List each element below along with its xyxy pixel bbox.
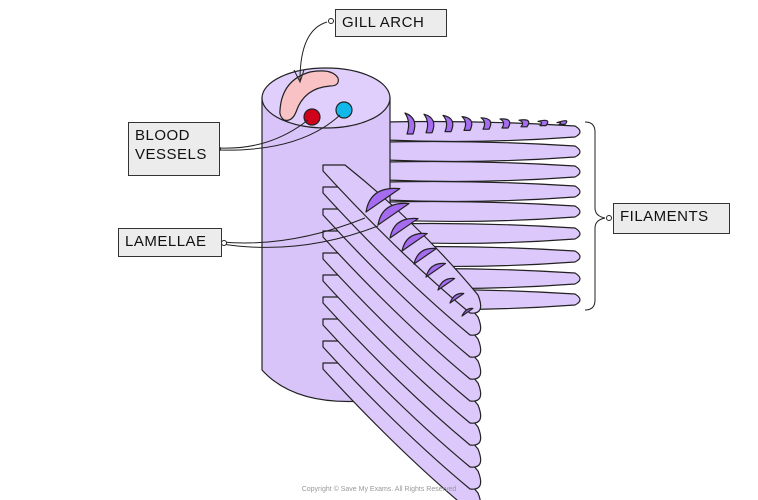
vein-icon [335,101,353,119]
filament [322,164,482,314]
label-blood-vessels-line1: BLOOD [135,127,191,144]
filament [384,160,581,183]
artery-icon [303,108,321,126]
lamellae-diagonal [365,187,474,317]
lamella [413,247,437,265]
gill-arch-cartilage [279,70,339,121]
lamellae-leader [221,217,379,248]
lamella [449,292,465,304]
blood-vessels-leader [219,114,341,151]
lamella [404,112,416,135]
label-gill-arch: GILL ARCH [335,9,447,37]
lamella [480,117,492,130]
label-blood-vessels-line2: VESSELS [135,146,207,163]
lamellae-top [404,112,568,135]
lamella [437,277,456,291]
lamella [442,114,454,133]
filament [384,222,581,245]
lamella [537,119,549,127]
lamella [461,307,474,317]
filament [384,180,581,203]
label-lamellae: LAMELLAE [118,228,222,257]
diagonal-filaments [322,164,482,500]
lamella [518,119,530,128]
filament [384,140,581,163]
lamella [365,187,401,213]
lamella [377,202,410,226]
label-filaments: FILAMENTS [613,203,730,234]
lamella [556,120,568,125]
lamella [461,116,473,131]
lamella [499,118,511,129]
label-blood-vessels: BLOOD VESSELS [128,122,220,176]
copyright-text: Copyright © Save My Exams. All Rights Re… [301,486,457,493]
lamella [401,232,428,252]
gill-arch-leader [293,21,328,84]
lamella [425,262,447,278]
lamella [423,113,435,134]
filaments-brace [584,121,606,311]
lamella [389,217,419,239]
